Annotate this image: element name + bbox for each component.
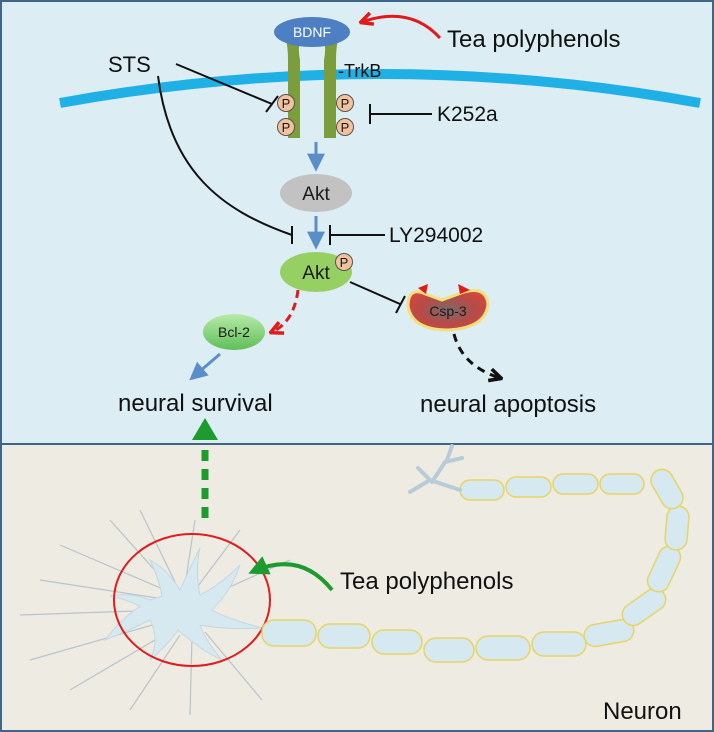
neural-apoptosis-label: neural apoptosis — [420, 391, 596, 418]
phospho-akt-node — [280, 252, 352, 292]
sts-label: STS — [108, 52, 151, 77]
p-label-1: P — [282, 96, 291, 111]
akt-node — [280, 174, 352, 212]
tea-polyphenols-top-label: Tea polyphenols — [447, 26, 620, 53]
bdnf-node — [274, 17, 350, 47]
p-label-3: P — [341, 96, 350, 111]
neuron-to-survival-arrowhead — [192, 418, 218, 440]
sts-inhibit-akt-line — [157, 75, 293, 236]
soma-highlight-circle — [113, 533, 271, 667]
csp3-label: Csp-3 — [429, 303, 467, 319]
trkb-label: -TrkB — [338, 61, 381, 81]
csp3-right-arrowhead — [458, 284, 470, 294]
ly294002-label: LY294002 — [389, 224, 483, 247]
akt-to-bcl2-arrow — [272, 289, 300, 332]
axon-terminal — [408, 444, 464, 494]
csp3-to-apoptosis-arrow — [452, 333, 500, 378]
sts-inhibit-trkb-line — [175, 63, 273, 105]
p-label-2: P — [282, 120, 291, 135]
csp3-left-arrowhead — [418, 284, 428, 294]
akt-inhibit-csp3-line — [349, 281, 401, 305]
bcl2-label: Bcl-2 — [218, 324, 250, 340]
neural-survival-label: neural survival — [118, 390, 273, 417]
k252a-label: K252a — [437, 103, 498, 126]
akt-phospho-site — [335, 253, 353, 271]
csp3-node — [406, 289, 490, 332]
tea-to-neuron-arrow — [248, 556, 334, 592]
neuron-label: Neuron — [603, 698, 682, 725]
akt-inhibit-csp3-bar — [395, 295, 406, 314]
bdnf-label: BDNF — [293, 24, 331, 40]
tea-to-bdnf-arrow — [362, 16, 442, 40]
p-label-5: P — [340, 255, 349, 270]
trkb-phospho-sites: P P P P — [277, 94, 354, 136]
akt-label: Akt — [302, 184, 330, 205]
p-label-4: P — [341, 120, 350, 135]
axon-myelin-segments — [261, 468, 690, 663]
sts-inhibit-trkb-bar — [265, 95, 279, 113]
bcl2-to-survival-arrow — [189, 352, 221, 381]
tea-polyphenols-bottom-label: Tea polyphenols — [340, 568, 513, 595]
neuron-cell-body — [103, 547, 263, 661]
phospho-akt-label: Akt — [302, 263, 330, 284]
cell-membrane — [59, 69, 701, 108]
bcl2-node — [203, 314, 265, 350]
